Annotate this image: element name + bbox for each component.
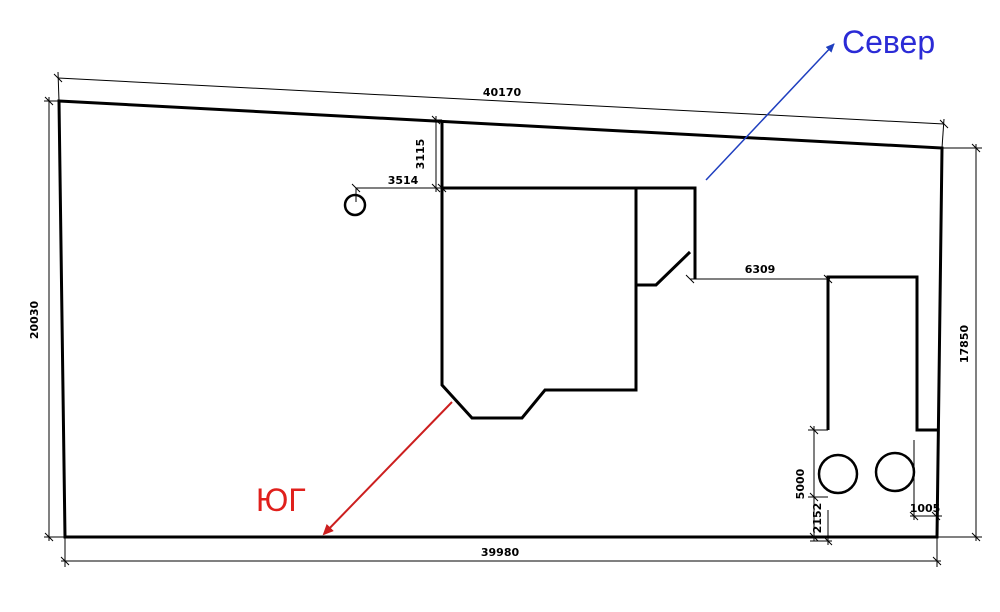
outbuilding [826, 275, 937, 432]
tank-right [874, 451, 916, 493]
plot-boundary [57, 99, 944, 539]
well [343, 193, 367, 217]
south-label: ЮГ [256, 482, 306, 518]
house [440, 120, 697, 420]
tank-left [817, 453, 859, 495]
north-label: Север [842, 24, 935, 60]
dim-bottom-label: 39980 [481, 546, 520, 559]
dim-well-offset-label: 3514 [388, 174, 419, 187]
dim-right-gap-label: 1005 [910, 502, 941, 515]
dim-garage-band-label: 5000 [794, 468, 807, 499]
dim-house-offset-label: 3115 [414, 139, 427, 170]
dim-right-label: 17850 [958, 325, 971, 364]
annex-chamfer [636, 250, 692, 287]
south-arrow [322, 401, 453, 536]
north-arrow [705, 43, 835, 181]
annex-outline [636, 186, 697, 279]
dim-left-label: 20030 [28, 301, 41, 340]
dim-annex-offset-label: 6309 [745, 263, 776, 276]
house-outline [440, 120, 638, 420]
dimension-lines [44, 71, 982, 567]
dim-top-label: 40170 [483, 86, 522, 99]
dim-corner-gap-label: 2152 [811, 503, 824, 534]
